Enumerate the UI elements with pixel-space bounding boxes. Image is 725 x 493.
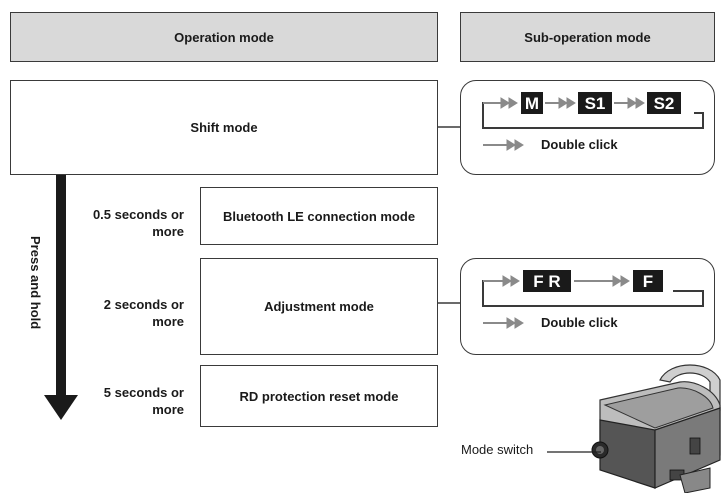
duration-rd-reset: 5 seconds or more [103, 385, 184, 417]
badge-fr-icon: F R [523, 270, 571, 292]
double-click-arrow-icon [483, 317, 524, 329]
duration-bluetooth: 0.5 seconds or more [92, 207, 184, 239]
shift-mode-box: Shift mode [10, 80, 438, 175]
adjustment-mode-label: Adjustment mode [264, 299, 374, 314]
badge-f-icon: F [633, 270, 663, 292]
operation-mode-header-label: Operation mode [174, 29, 274, 45]
badge-s1-icon: S1 [578, 92, 612, 114]
mode-switch-device-illustration [591, 364, 721, 493]
duration-adjustment: 2 seconds or more [103, 297, 184, 329]
svg-text:S2: S2 [654, 94, 675, 113]
arrow-icon [483, 275, 520, 287]
operation-mode-header: Operation mode [10, 12, 438, 62]
mode-switch-leader-line [547, 451, 601, 453]
sub-operation-mode-header-label: Sub-operation mode [524, 29, 651, 45]
rd-reset-mode-box: RD protection reset mode [200, 365, 438, 427]
press-hold-arrow-shaft [56, 175, 66, 395]
arrow-icon [483, 97, 518, 109]
press-hold-arrow-head [44, 395, 78, 420]
arrow-icon [614, 97, 645, 109]
shift-mode-label: Shift mode [190, 120, 258, 135]
shift-sub-mode-box: M S1 S2 Double click [460, 80, 715, 175]
sub-operation-mode-header: Sub-operation mode [460, 12, 715, 62]
shift-sub-mode-diagram: M S1 S2 [482, 92, 704, 151]
arrow-icon [574, 275, 630, 287]
bluetooth-mode-box: Bluetooth LE connection mode [200, 187, 438, 245]
adjustment-mode-box: Adjustment mode [200, 258, 438, 355]
svg-text:M: M [525, 94, 539, 113]
svg-text:F R: F R [533, 272, 560, 291]
svg-text:S1: S1 [585, 94, 606, 113]
badge-m-icon: M [521, 92, 543, 114]
adjustment-double-click-label: Double click [541, 315, 618, 330]
rd-reset-mode-label: RD protection reset mode [239, 388, 399, 404]
shift-double-click-label: Double click [541, 137, 618, 152]
arrow-icon [545, 97, 576, 109]
adjustment-sub-mode-diagram: F R F [482, 270, 704, 329]
bluetooth-mode-label: Bluetooth LE connection mode [222, 208, 416, 224]
adjustment-sub-mode-box: F R F Double click [460, 258, 715, 355]
double-click-arrow-icon [483, 139, 524, 151]
svg-text:F: F [643, 272, 653, 291]
press-and-hold-label: Press and hold [28, 236, 43, 330]
mode-switch-label: Mode switch [461, 442, 534, 457]
badge-s2-icon: S2 [647, 92, 681, 114]
